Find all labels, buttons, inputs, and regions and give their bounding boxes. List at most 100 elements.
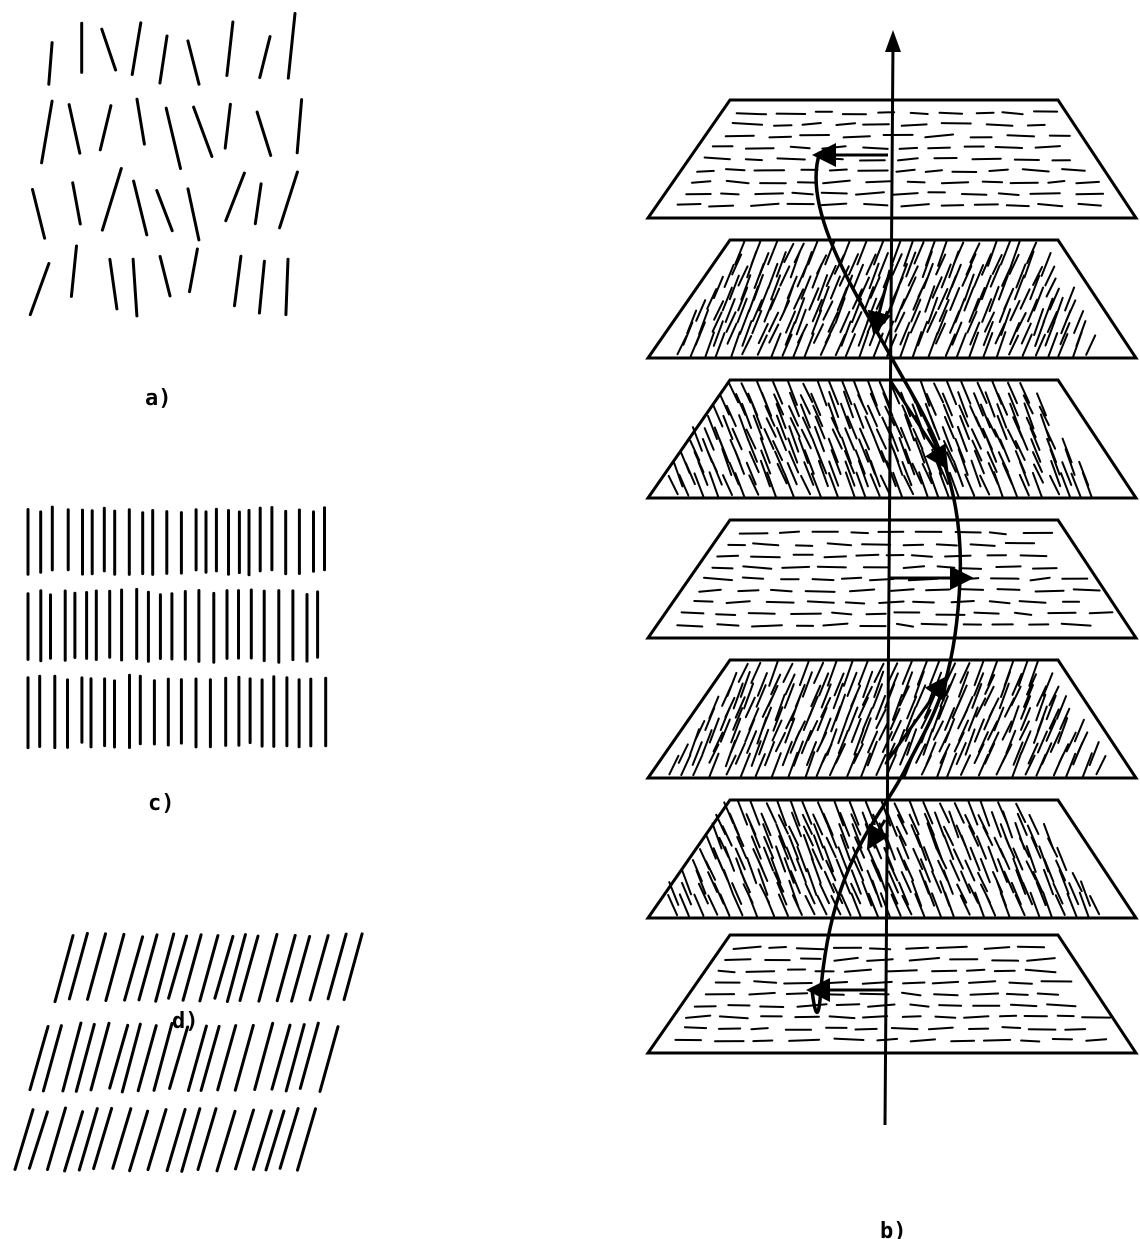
rod [996,566,1020,567]
rod [1007,135,1034,136]
rod [842,578,861,579]
rod [998,589,1020,590]
rod [160,36,167,83]
panel-a-nematic [30,14,301,316]
label-b: b) [880,1219,907,1239]
rod [987,124,1013,125]
rod [30,264,49,315]
rod [1038,994,1058,995]
rod [170,1027,188,1088]
rod [856,1029,877,1030]
axis-arrow-icon [885,30,901,52]
rod [257,112,271,155]
rod [863,1016,887,1017]
rod [738,590,758,591]
rod [106,934,124,1000]
rod [29,1112,47,1168]
rod [1076,194,1103,195]
rod [1036,591,1064,592]
rod [983,182,1002,183]
rod [938,566,955,567]
rod [709,206,733,207]
rod [1065,1029,1085,1030]
rod [157,191,172,231]
rod [235,1025,253,1090]
rod [148,1110,166,1170]
rod [951,1041,974,1042]
rod [856,555,878,556]
rod [942,205,964,206]
rod [137,99,144,144]
rod [937,544,957,545]
panel-b-cholesteric-stack [648,30,1136,1125]
rod [820,158,843,159]
rod [887,970,917,971]
rod [984,1040,1010,1041]
rod [962,194,987,195]
rod [130,1111,148,1171]
rod [277,935,295,1000]
rod [977,113,994,114]
rod [787,993,807,994]
rod [190,249,198,292]
rod [867,614,886,615]
rod [298,1109,316,1170]
rod [310,936,328,1000]
rod [716,614,735,615]
rod [677,625,702,626]
label-d: d) [172,1009,199,1034]
rod [102,29,116,70]
rod [746,159,762,160]
rod [989,170,1008,171]
rod [960,589,983,590]
rod [272,1025,290,1089]
rod [942,182,968,183]
rod [225,104,230,148]
rod [255,1023,273,1089]
rod [132,23,141,75]
rod [808,601,834,602]
rod [198,1109,216,1170]
rod [133,259,137,316]
rod [911,113,928,114]
rod [33,190,45,239]
rod [751,1028,767,1029]
rod [1030,193,1059,194]
rod [813,579,834,580]
rod [1018,947,1044,948]
rod [685,1027,706,1028]
layer-plane [648,660,1136,778]
rod [255,184,261,224]
rod [183,935,201,1000]
rod [934,994,958,995]
rod [88,934,106,1000]
rod [913,602,934,603]
rod [48,1108,66,1170]
rod [973,159,1001,160]
rod [928,148,950,149]
label-a: a) [145,386,172,411]
rod [822,193,847,194]
rod [737,113,766,114]
rod [769,137,791,138]
rod [846,602,864,603]
rod [940,113,963,114]
rod [42,101,53,163]
rod [1074,589,1100,590]
rod [726,169,745,170]
rod [746,971,774,972]
rod [892,1028,918,1029]
rod [760,1007,783,1008]
rod [866,181,890,182]
rod [217,1111,235,1171]
rod [1007,994,1028,995]
rod [903,1016,921,1017]
rod [188,189,199,240]
rod [218,1026,236,1090]
rod [154,1023,172,1090]
rod [717,624,738,625]
rod [682,612,704,613]
rod [694,601,712,602]
rod [971,994,999,995]
